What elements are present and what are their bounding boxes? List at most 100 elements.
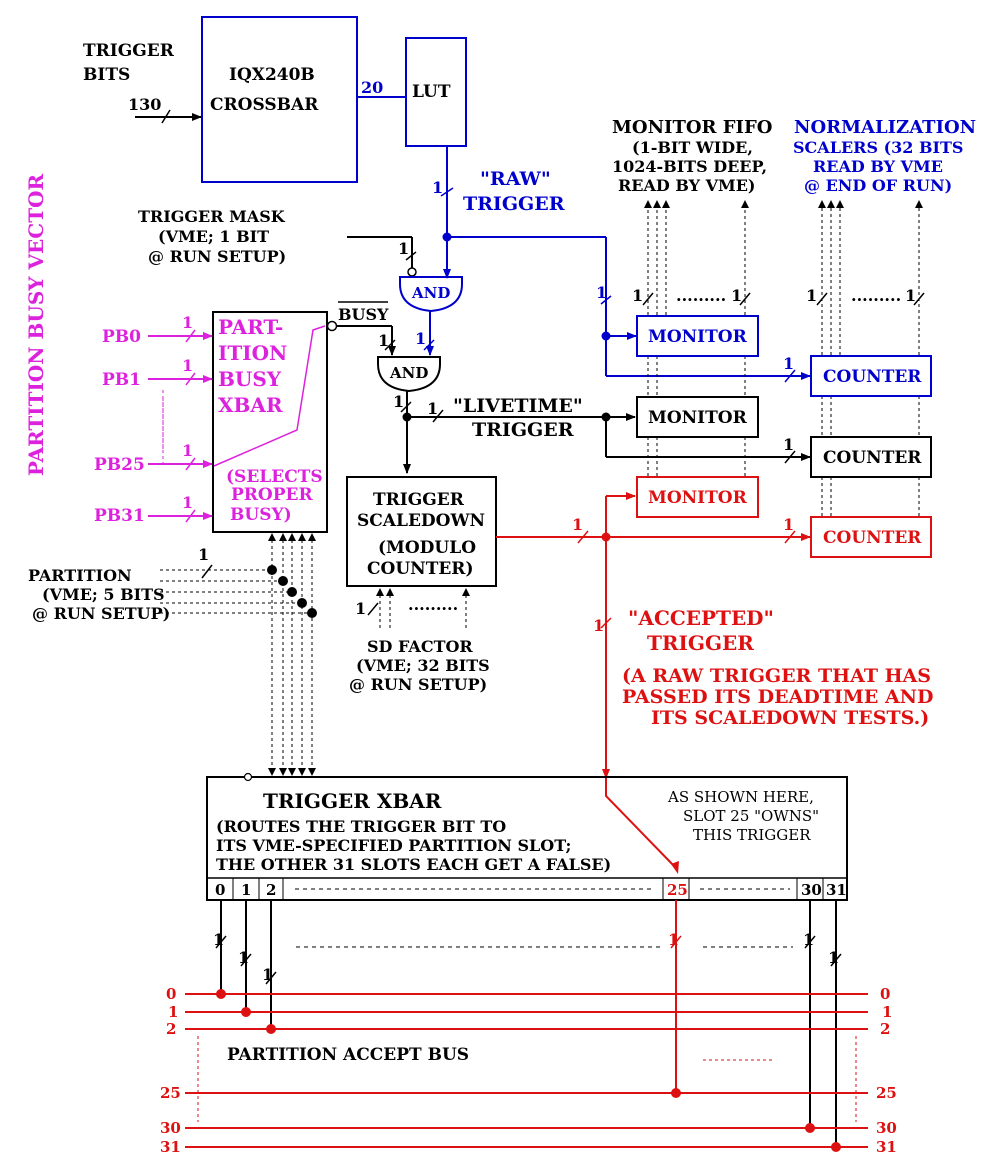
- bus-slash: [432, 409, 444, 423]
- svg-text:31: 31: [826, 881, 847, 899]
- svg-text:PARTITION: PARTITION: [28, 566, 132, 585]
- svg-text:2: 2: [166, 1020, 176, 1038]
- svg-text:TRIGGER: TRIGGER: [373, 490, 465, 510]
- svg-text:BUSY: BUSY: [218, 367, 282, 391]
- svg-text:PB1: PB1: [102, 370, 141, 390]
- monitor-livetime-box: [636, 396, 759, 438]
- svg-text:(1-BIT WIDE,: (1-BIT WIDE,: [632, 138, 753, 157]
- monitor-read-dashed: [647, 208, 920, 516]
- livetime-label: "LIVETIME" TRIGGER: [453, 395, 583, 441]
- one-label: 1: [783, 354, 794, 373]
- svg-text:31: 31: [876, 1138, 897, 1156]
- svg-text:THIS TRIGGER: THIS TRIGGER: [693, 826, 811, 844]
- busy-bubble: [326, 320, 338, 332]
- svg-text:"RAW": "RAW": [480, 168, 551, 190]
- bus-slash: [400, 401, 412, 413]
- bus-slash: [670, 935, 682, 949]
- accept-bus-left-labels: 0 1 2 25 30 31: [160, 985, 181, 1156]
- svg-text:(MODULO: (MODULO: [378, 538, 476, 558]
- svg-text:25: 25: [876, 1084, 897, 1102]
- sd-factor-arrows: [376, 588, 470, 596]
- svg-text:BITS: BITS: [83, 65, 130, 85]
- svg-text:TRIGGER: TRIGGER: [463, 193, 565, 215]
- svg-text:1: 1: [882, 1003, 892, 1021]
- svg-text:1: 1: [168, 1003, 178, 1021]
- svg-text:0: 0: [215, 881, 225, 899]
- bus-slash: [201, 564, 213, 579]
- counter-livetime-box: [810, 436, 932, 478]
- partition-dashed-lines: [160, 569, 312, 614]
- svg-text:30: 30: [876, 1119, 897, 1137]
- counter-livetime-label: COUNTER: [823, 448, 922, 468]
- svg-text:SLOT 25 "OWNS": SLOT 25 "OWNS": [683, 807, 819, 825]
- svg-text:31: 31: [160, 1138, 181, 1156]
- xbar-select-arrows: [268, 533, 316, 776]
- svg-text:READ BY VME: READ BY VME: [813, 157, 943, 176]
- svg-text:SD FACTOR: SD FACTOR: [367, 637, 473, 656]
- and-gate-busy: [377, 356, 441, 393]
- xbar-select-dashed: [271, 540, 313, 770]
- svg-text:2: 2: [266, 881, 276, 899]
- one-label: 1: [427, 399, 438, 418]
- one-label: 1: [262, 965, 273, 984]
- svg-text:PARTITION BUSY VECTOR: PARTITION BUSY VECTOR: [24, 173, 48, 476]
- one-label: 1: [828, 948, 839, 967]
- one-label: 1: [182, 441, 193, 460]
- inverter-bubble: [407, 267, 417, 277]
- svg-text:BUSY): BUSY): [230, 505, 292, 525]
- slot-output-slashes: [215, 935, 842, 985]
- one-label: 1: [393, 392, 404, 411]
- svg-text:0: 0: [880, 985, 890, 1003]
- normalization-label: NORMALIZATION SCALERS (32 BITS READ BY V…: [793, 117, 976, 195]
- one-label: 1: [355, 599, 366, 618]
- accept-bus-lines: [185, 993, 868, 1148]
- monitor-livetime-label: MONITOR: [648, 408, 748, 428]
- lut-box: [405, 37, 467, 147]
- monitor-read-arrows: [644, 200, 923, 208]
- svg-text:TRIGGER: TRIGGER: [83, 41, 175, 61]
- accepted-note: (A RAW TRIGGER THAT HAS PASSED ITS DEADT…: [622, 665, 934, 729]
- svg-text:ITS SCALEDOWN TESTS.): ITS SCALEDOWN TESTS.): [651, 707, 929, 729]
- one-label: 1: [783, 515, 794, 534]
- bus-slash: [600, 295, 612, 305]
- svg-text:PROPER: PROPER: [231, 485, 313, 505]
- svg-text:@ RUN SETUP): @ RUN SETUP): [148, 247, 286, 266]
- bus-slash: [784, 369, 796, 383]
- partition-busy-xbar-box: [212, 311, 328, 533]
- crossbar-label: IQX240B: [229, 65, 315, 85]
- ellipsis: .........: [851, 286, 901, 305]
- partition-busy-xbar-label: PART- ITION BUSY XBAR: [218, 315, 287, 417]
- selects-busy-label: (SELECTS PROPER BUSY): [226, 467, 323, 525]
- svg-text:PART-: PART-: [218, 315, 283, 339]
- bus-slash: [600, 617, 612, 629]
- routed-trigger-arrow: [671, 861, 679, 874]
- one-label: 1: [182, 313, 193, 332]
- svg-text:(A RAW TRIGGER THAT HAS: (A RAW TRIGGER THAT HAS: [622, 665, 931, 687]
- monitor-fifo-label: MONITOR FIFO (1-BIT WIDE, 1024-BITS DEEP…: [612, 117, 772, 195]
- one-label: 1: [198, 545, 209, 564]
- svg-text:SCALERS (32 BITS: SCALERS (32 BITS: [793, 138, 963, 157]
- bus-slash: [161, 109, 171, 124]
- svg-text:2: 2: [880, 1020, 890, 1038]
- trigger-xbar-note: AS SHOWN HERE, SLOT 25 "OWNS" THIS TRIGG…: [667, 788, 819, 844]
- svg-text:"ACCEPTED": "ACCEPTED": [628, 606, 774, 630]
- svg-text:PB0: PB0: [102, 327, 141, 347]
- svg-text:MONITOR FIFO: MONITOR FIFO: [612, 117, 772, 138]
- one-label: 1: [803, 930, 814, 949]
- one-label: 1: [806, 286, 817, 305]
- bus-slash: [367, 602, 379, 616]
- one-label: 1: [572, 515, 583, 534]
- one-label: 1: [213, 930, 224, 949]
- one-label: 1: [432, 178, 443, 197]
- bus-slash: [384, 339, 396, 351]
- bus-slash: [577, 530, 589, 544]
- one-label: 1: [182, 356, 193, 375]
- bus-slash: [784, 530, 796, 544]
- scaledown-label: TRIGGER SCALEDOWN (MODULO COUNTER): [357, 490, 485, 579]
- trigger-mask-label: TRIGGER MASK (VME; 1 BIT @ RUN SETUP): [138, 207, 286, 266]
- busy-label: BUSY: [338, 305, 389, 324]
- one-label: 1: [238, 948, 249, 967]
- and-label: AND: [411, 284, 450, 302]
- width-20-label: 20: [361, 78, 383, 97]
